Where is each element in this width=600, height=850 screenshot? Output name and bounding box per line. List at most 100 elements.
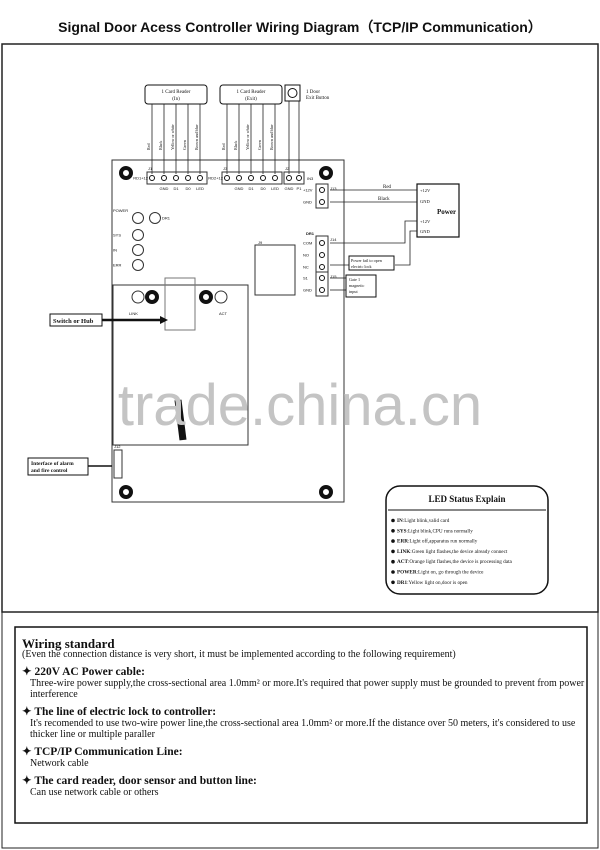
led-name: LINK [397, 549, 410, 555]
led-name: POWER [397, 570, 417, 576]
pin-label: RD1+12 [133, 176, 149, 181]
led-name: ERR [397, 539, 408, 545]
pin [296, 175, 302, 181]
star-bullet-icon: ✦ [22, 666, 32, 678]
wiring-standard-frame [14, 626, 588, 824]
led-desc: :Light blink,CPU runs normally [407, 528, 474, 534]
relay-id: J9 [258, 240, 263, 245]
pin [286, 175, 292, 181]
led-status-item: DR1:Yellow light on,door is open [397, 580, 468, 586]
pin-label: LED [271, 186, 279, 191]
wiring-standard: Wiring standard (Even the connection dis… [22, 636, 587, 798]
requirement-heading: ✦ The line of electric lock to controlle… [22, 706, 587, 718]
led-desc: :Orange light flashes,the device is proc… [408, 558, 513, 565]
requirement-body: Three-wire power supply,the cross-sectio… [30, 678, 585, 700]
antenna [174, 399, 187, 441]
led-status-item: ERR:Light off,apparatus run normally [397, 538, 478, 545]
j15-label: J15 [330, 274, 337, 279]
pin [197, 175, 203, 181]
relay [254, 244, 296, 296]
pin-label: D1 [173, 186, 179, 191]
in3-label: IN3 [307, 176, 314, 181]
gate-label: magnetic [349, 283, 364, 288]
pin-label: NC [303, 265, 309, 270]
requirement-heading: ✦ The card reader, door sensor and butto… [22, 775, 587, 787]
rj45-port [164, 277, 196, 331]
pin-label: D0 [260, 186, 266, 191]
led-status-item: IN:Light blink,valid card [397, 518, 450, 524]
pin [319, 187, 325, 193]
j1-label: J1 [148, 166, 153, 171]
connector-j12 [113, 449, 123, 479]
wire-black-label: Black [378, 197, 390, 202]
pin [319, 275, 325, 281]
lock-label: electric lock [351, 264, 372, 269]
outer-frame [1, 611, 599, 849]
j14-label: J14 [330, 237, 337, 242]
pin-label: S1 [303, 276, 309, 281]
requirement-body: Network cable [30, 758, 89, 769]
reader-exit-sub: (Exit) [245, 97, 257, 102]
pin [161, 175, 167, 181]
bullet-icon [391, 529, 395, 533]
j12-label: J12 [114, 444, 121, 449]
requirement-title: TCP/IP Communication Line: [34, 746, 183, 758]
pin-label: GND [235, 186, 244, 191]
act-led: ACT [214, 290, 228, 316]
link-led: LINK [129, 290, 145, 316]
pin [319, 240, 325, 246]
bullet-icon [391, 539, 395, 543]
led-status-item: LINK:Green light flashes,the device alre… [397, 548, 508, 555]
bullet-icon [391, 518, 395, 523]
led-indicator [132, 244, 144, 256]
wire-color-label: Red [146, 144, 151, 150]
exit-button [284, 84, 301, 102]
wire-color-label: Black [158, 141, 163, 150]
led-desc: :Light blink,valid card [403, 518, 450, 524]
led-name: DR1 [397, 580, 407, 586]
led-status-item: ACT:Orange light flashes,the device is p… [397, 558, 513, 565]
wire-color-label: Brown and blue [194, 124, 199, 150]
pin-label: +12V [303, 188, 313, 193]
pin-label: RD2+12 [208, 176, 224, 181]
wire-color-label: Yellow or white [245, 124, 250, 150]
connector-j2 [283, 171, 305, 185]
led-indicator [132, 212, 144, 224]
connector-j3 [221, 171, 283, 185]
led-label: ERR [113, 263, 122, 268]
pin-label: COM [303, 241, 312, 246]
pin-label: GND [303, 288, 312, 293]
pin-label: D0 [185, 186, 191, 191]
pin-label: NO [303, 253, 309, 258]
led-name: SYS [397, 528, 407, 534]
reader-exit-label: 1 Card Reader [237, 90, 266, 95]
bullet-icon [391, 549, 395, 554]
requirement-title: The card reader, door sensor and button … [34, 775, 257, 787]
power-wires [330, 189, 417, 291]
gate-label: Gate 1 [349, 277, 360, 282]
pin-label: GND [160, 186, 169, 191]
bullet-icon [391, 580, 395, 585]
led-desc: :Green light flashes,the device already … [410, 548, 508, 555]
lock-label: Power fail to open [351, 258, 383, 263]
power-term: GND [420, 199, 430, 204]
wire-color-label: Green [257, 140, 262, 150]
exit-button-label2: Exit Button [306, 96, 330, 101]
led-status-title: LED Status Explain [428, 494, 505, 504]
star-bullet-icon: ✦ [22, 775, 32, 787]
reader-in-sub: (In) [172, 97, 180, 102]
controller-board [111, 159, 345, 503]
pin-label: D1 [248, 186, 254, 191]
led-label: POWER [113, 208, 128, 213]
wiring-standard-title: Wiring standard [22, 636, 115, 651]
wiring-note: (Even the connection distance is very sh… [22, 649, 456, 660]
pin [319, 199, 325, 205]
led-name: IN [397, 518, 403, 524]
pin [224, 175, 230, 181]
power-term: +12V [420, 219, 431, 224]
power-label: Power [437, 208, 456, 216]
led-desc: :Light on, go through the device [417, 570, 485, 576]
pin [260, 175, 266, 181]
led-label: IN [113, 248, 117, 253]
